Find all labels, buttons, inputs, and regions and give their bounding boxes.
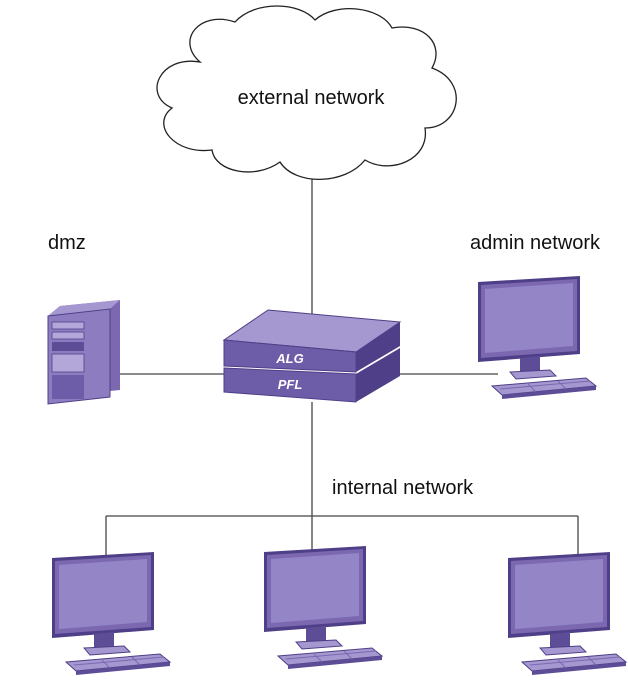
dmz-label: dmz (48, 232, 86, 254)
firewall-pfl-label: PFL (278, 377, 303, 392)
internal-desktop-computer-icon-3 (507, 551, 627, 676)
internal-network-label: internal network (332, 477, 474, 499)
firewall-alg-label: ALG (275, 351, 303, 366)
admin-desktop-computer-icon (477, 275, 597, 400)
external-network-label: external network (238, 87, 386, 109)
cloud-icon (156, 5, 457, 180)
admin-network-label: admin network (470, 232, 601, 254)
firewall-appliance-icon: ALG PFL (222, 309, 402, 403)
connection-lines (105, 178, 579, 562)
internal-desktop-computer-icon-2 (263, 545, 383, 670)
internal-desktop-computer-icon-1 (51, 551, 171, 676)
server-tower-icon (47, 300, 120, 405)
